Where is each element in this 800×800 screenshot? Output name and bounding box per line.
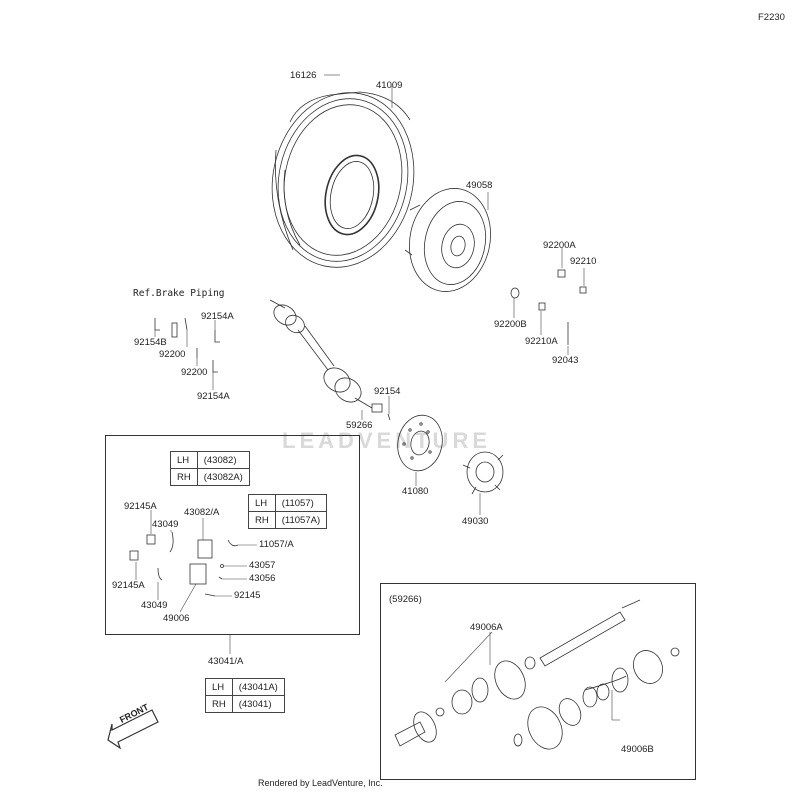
side-cell: RH	[248, 511, 276, 529]
label-92154A-2[interactable]: 92154A	[197, 391, 230, 402]
label-92210A[interactable]: 92210A	[525, 336, 558, 347]
watermark: LEADVENTURE	[282, 428, 492, 453]
side-cell: LH	[205, 678, 233, 696]
label-92210[interactable]: 92210	[570, 256, 597, 267]
side-cell: RH	[170, 468, 198, 486]
label-92145A-1[interactable]: 92145A	[124, 501, 157, 512]
label-92200-1[interactable]: 92200	[159, 349, 186, 360]
side-cell: LH	[170, 451, 198, 469]
label-49006B[interactable]: 49006B	[621, 744, 654, 755]
part-cell[interactable]: (43082)	[196, 451, 250, 469]
part-cell[interactable]: (43082A)	[196, 468, 250, 486]
label-92200A[interactable]: 92200A	[543, 240, 576, 251]
side-cell: RH	[205, 695, 233, 713]
part-cell[interactable]: (11057A)	[274, 511, 328, 529]
label-92154[interactable]: 92154	[374, 386, 401, 397]
shaft-inset-box	[380, 583, 696, 780]
label-43049-1[interactable]: 43049	[152, 519, 179, 530]
rim-49058	[404, 188, 491, 292]
part-cell[interactable]: (43041)	[231, 695, 285, 713]
table-11057: LH(11057) RH(11057A)	[248, 494, 328, 529]
ref-brake-piping: Ref.Brake Piping	[133, 288, 225, 299]
label-16126[interactable]: 16126	[290, 70, 317, 81]
label-92154B[interactable]: 92154B	[134, 337, 167, 348]
inset-title: (59266)	[389, 594, 422, 605]
hub-49030	[462, 451, 504, 495]
label-43082A[interactable]: 43082/A	[184, 507, 220, 518]
part-cell[interactable]: (43041A)	[231, 678, 285, 696]
front-arrow	[107, 709, 159, 750]
label-41009[interactable]: 41009	[376, 80, 403, 91]
label-59266[interactable]: 59266	[346, 420, 373, 431]
label-43057[interactable]: 43057	[249, 560, 276, 571]
brake-disc-41080	[397, 414, 443, 472]
table-row: LH(11057)	[248, 494, 328, 512]
label-49058[interactable]: 49058	[466, 180, 493, 191]
label-49006[interactable]: 49006	[163, 613, 190, 624]
label-92145A-2[interactable]: 92145A	[112, 580, 145, 591]
table-row: RH(11057A)	[248, 511, 328, 529]
figure-code: F2230	[758, 12, 785, 23]
table-row: RH(43082A)	[170, 468, 250, 486]
label-43041A[interactable]: 43041/A	[208, 656, 244, 667]
table-43041: LH(43041A) RH(43041)	[205, 678, 285, 713]
table-43082: LH(43082) RH(43082A)	[170, 451, 250, 486]
label-92200B[interactable]: 92200B	[494, 319, 527, 330]
leader-lines	[135, 74, 620, 721]
side-cell: LH	[248, 494, 276, 512]
label-43049-2[interactable]: 43049	[141, 600, 168, 611]
table-row: RH(43041)	[205, 695, 285, 713]
label-92043[interactable]: 92043	[552, 355, 579, 366]
tire-41009	[271, 91, 415, 268]
label-92154A-1[interactable]: 92154A	[201, 311, 234, 322]
footer-credit: Rendered by LeadVenture, Inc.	[258, 778, 383, 788]
label-92145[interactable]: 92145	[234, 590, 261, 601]
label-92200-2[interactable]: 92200	[181, 367, 208, 378]
label-41080[interactable]: 41080	[402, 486, 429, 497]
hardware-right	[510, 269, 587, 345]
caliper-section-box	[105, 435, 360, 635]
table-row: LH(43041A)	[205, 678, 285, 696]
label-49030[interactable]: 49030	[462, 516, 489, 527]
label-11057A[interactable]: 11057/A	[259, 539, 294, 550]
inset-shaft-assembly	[394, 599, 680, 750]
table-row: LH(43082)	[170, 451, 250, 469]
label-43056[interactable]: 43056	[249, 573, 276, 584]
part-cell[interactable]: (11057)	[274, 494, 328, 512]
drive-shaft-59266	[269, 299, 383, 413]
label-49006A[interactable]: 49006A	[470, 622, 503, 633]
caliper-parts	[129, 531, 239, 597]
